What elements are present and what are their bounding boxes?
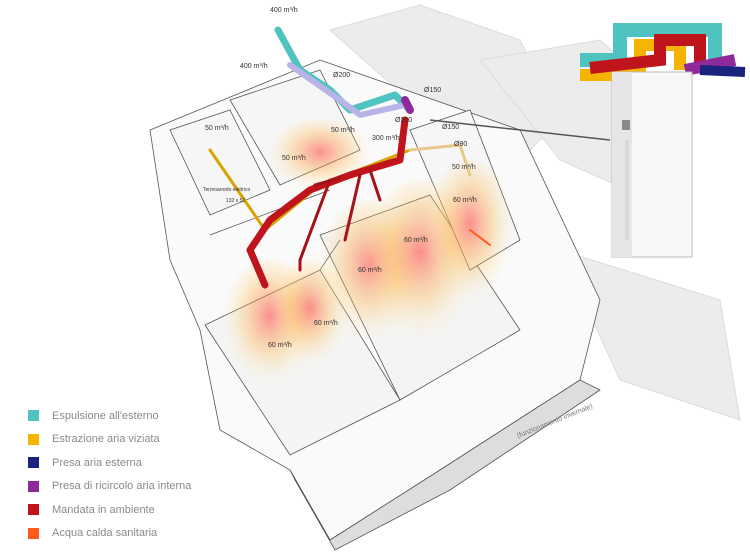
legend: Espulsione all'esterno Estrazione aria v… — [28, 404, 191, 545]
intake-flow-label: 400 m³/h — [240, 63, 268, 70]
flow-label: 60 m³/h — [268, 342, 292, 349]
legend-label: Espulsione all'esterno — [52, 409, 159, 422]
legend-label: Estrazione aria viziata — [52, 433, 160, 446]
legend-swatch — [28, 527, 39, 539]
legend-item-exhaust: Espulsione all'esterno — [28, 404, 191, 428]
duct-size-label: Ø150 — [424, 87, 441, 94]
duct-size-label: Ø150 — [442, 124, 459, 131]
duct-size-label: Ø90 — [454, 141, 467, 148]
legend-item-recirc: Presa di ricircolo aria interna — [28, 475, 191, 499]
towel-heater-label: Termoarredo elettrico — [203, 187, 250, 193]
legend-swatch — [28, 433, 39, 445]
flow-label: 50 m³/h — [452, 164, 476, 171]
intake-duct — [287, 62, 408, 118]
supply-branch-2 — [343, 173, 362, 242]
legend-swatch — [28, 504, 39, 516]
flow-label: 60 m³/h — [358, 267, 382, 274]
extract-duct-b — [408, 143, 472, 177]
legend-swatch — [28, 457, 39, 469]
heat-recovery-unit — [429, 23, 746, 258]
ducts — [208, 26, 491, 289]
legend-swatch — [28, 410, 39, 422]
legend-item-extract: Estrazione aria viziata — [28, 428, 191, 452]
supply-branch-3 — [368, 168, 382, 202]
towel-heater-size: 132 x 52 — [226, 198, 245, 204]
flow-label: 60 m³/h — [453, 197, 477, 204]
supply-air-plumes — [220, 120, 515, 400]
duct-size-label: Ø200 — [395, 117, 412, 124]
legend-item-intake: Presa aria esterna — [28, 451, 191, 475]
legend-label: Acqua calda sanitaria — [52, 527, 158, 540]
supply-duct-main — [246, 116, 409, 289]
recirc-flow-label: 300 m³/h — [372, 135, 400, 142]
legend-label: Presa aria esterna — [52, 456, 142, 469]
flow-label: 50 m³/h — [331, 127, 355, 134]
supply-branch-1 — [298, 178, 332, 272]
supply-branch-4 — [313, 176, 342, 187]
legend-label: Mandata in ambiente — [52, 503, 155, 516]
legend-label: Presa di ricircolo aria interna — [52, 480, 192, 493]
legend-item-supply: Mandata in ambiente — [28, 498, 191, 522]
legend-swatch — [28, 480, 39, 492]
flow-label: 50 m³/h — [282, 155, 306, 162]
recirc-duct — [401, 96, 414, 114]
flow-label: 60 m³/h — [404, 237, 428, 244]
duct-size-label: Ø200 — [333, 72, 350, 79]
hot-water-line — [469, 229, 491, 246]
flow-label: 60 m³/h — [314, 320, 338, 327]
legend-item-hot-water: Acqua calda sanitaria — [28, 522, 191, 546]
flow-label: 50 m³/h — [205, 125, 229, 132]
exhaust-flow-label: 400 m³/h — [270, 7, 298, 14]
